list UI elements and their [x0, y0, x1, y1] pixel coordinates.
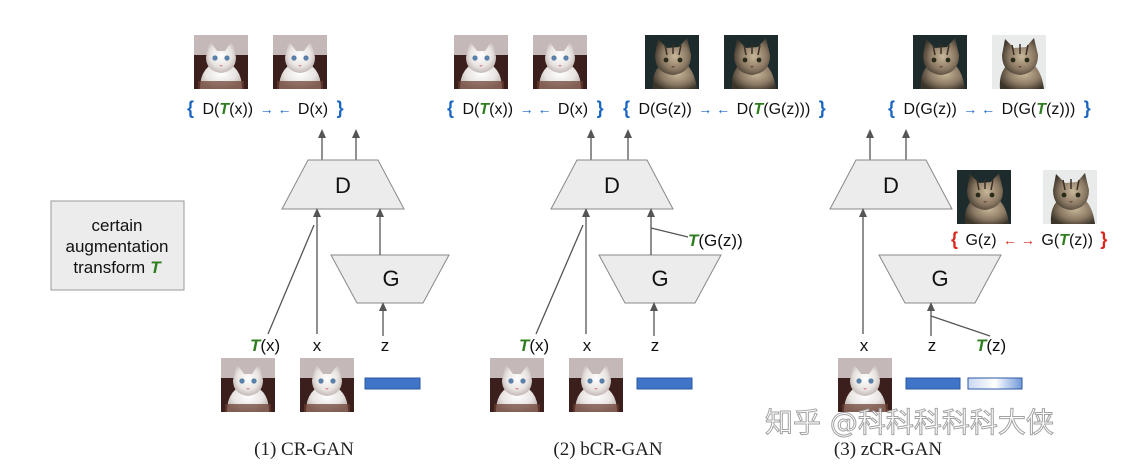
top-kitten-image-2	[533, 35, 587, 89]
input-kitten-image-1	[221, 358, 275, 412]
formula-bcr-fake: { D(G(z)) → ← D(T(G(z))) }	[623, 98, 826, 118]
caption-cr-gan: (1) CR-GAN	[254, 439, 354, 460]
side-tabby-image-2	[1042, 169, 1098, 225]
legend-line-1: certain	[91, 216, 142, 235]
legend-line-2: augmentation	[65, 237, 168, 256]
input-kitten-image-1	[490, 358, 544, 412]
panel-bcr-gan: { D(T(x)) → ← D(x) } { D(G(z)) → ← D(T(G…	[447, 34, 826, 460]
input-kitten-image-2	[300, 358, 354, 412]
input-kitten-image	[838, 358, 892, 412]
svg-text:G: G	[651, 266, 668, 291]
top-kitten-image-1	[194, 35, 248, 89]
formula-zcr-g: { G(z) ← → G(T(z)) }	[951, 229, 1107, 249]
noise-vector-bar	[905, 377, 961, 390]
input-kitten-image-2	[569, 358, 623, 412]
side-tabby-image-1	[956, 169, 1012, 225]
svg-text:G: G	[931, 266, 948, 291]
top-kitten-image-1	[454, 35, 508, 89]
legend-line-3: transform T	[73, 258, 162, 277]
legend-box: certain augmentation transform T	[50, 200, 185, 291]
formula-bcr-real: { D(T(x)) → ← D(x) }	[447, 98, 604, 118]
caption-zcr-gan: (3) zCR-GAN	[834, 439, 942, 460]
generator-block: G	[598, 254, 722, 304]
formula-zcr-d: { D(G(z)) → ← D(G(T(z))) }	[888, 98, 1091, 118]
augmented-noise-vector-bar	[967, 377, 1023, 390]
panel-cr-gan: { D(T(x)) → ← D(x) } D G T(x) x z (1) CR…	[187, 35, 450, 460]
top-tabby-image-1	[912, 34, 968, 90]
svg-text:D: D	[604, 173, 620, 198]
input-z-label: z	[928, 336, 937, 355]
svg-text:G: G	[382, 266, 399, 291]
formula-cr-gan: { D(T(x)) → ← D(x) }	[187, 98, 344, 118]
top-tabby-image-2	[991, 34, 1047, 90]
noise-vector-bar	[364, 377, 421, 390]
input-tz-label: T(z)	[976, 336, 1006, 355]
generator-block: G	[878, 254, 1002, 304]
input-z-label: z	[651, 336, 660, 355]
noise-vector-bar	[636, 377, 693, 390]
legend-line-3-text: transform	[73, 258, 145, 277]
input-tx-label: T(x)	[519, 336, 549, 355]
tg-label: T(G(z))	[688, 231, 743, 250]
svg-text:D: D	[883, 173, 899, 198]
top-tabby-image-2	[723, 34, 779, 90]
top-tabby-image-1	[644, 34, 700, 90]
panel-zcr-gan: { D(G(z)) → ← D(G(T(z))) } D G { G(z) ← …	[829, 34, 1107, 460]
input-tx-label: T(x)	[250, 336, 280, 355]
input-x-label: x	[313, 336, 322, 355]
legend-t-symbol: T	[150, 258, 162, 277]
discriminator-block: D	[550, 159, 674, 210]
generator-block: G	[330, 254, 450, 304]
discriminator-block: D	[829, 159, 953, 210]
discriminator-block: D	[281, 159, 405, 210]
watermark: 知乎 @科科科科科大侠	[765, 406, 1054, 439]
input-x-label: x	[583, 336, 592, 355]
svg-text:D: D	[335, 173, 351, 198]
input-x-label: x	[860, 336, 869, 355]
top-kitten-image-2	[273, 35, 327, 89]
input-z-label: z	[381, 336, 390, 355]
caption-bcr-gan: (2) bCR-GAN	[553, 439, 663, 460]
